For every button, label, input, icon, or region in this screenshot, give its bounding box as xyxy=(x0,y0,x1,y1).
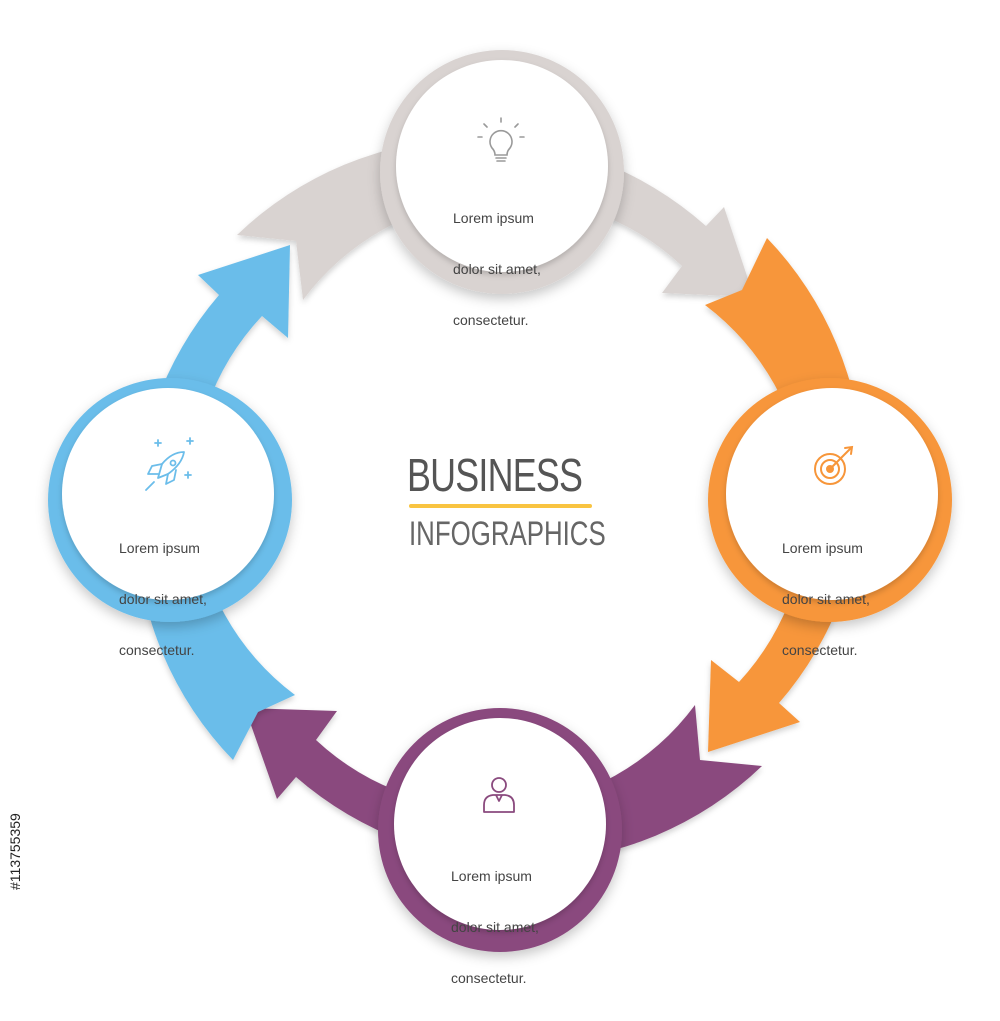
step-line: Lorem ipsum xyxy=(451,868,532,884)
lightbulb-icon xyxy=(477,117,525,162)
arrow-right xyxy=(705,238,864,752)
step-line: consectetur. xyxy=(119,642,195,658)
step-line: dolor sit amet, xyxy=(782,591,870,607)
step-text-bottom: Lorem ipsum dolor sit amet, consectetur. xyxy=(451,834,539,1021)
arrow-top xyxy=(237,138,754,300)
step-line: dolor sit amet, xyxy=(453,261,541,277)
step-line: consectetur. xyxy=(782,642,858,658)
step-line: consectetur. xyxy=(453,312,529,328)
step-line: dolor sit amet, xyxy=(451,919,539,935)
credit-text: #113755359 xyxy=(7,813,23,890)
step-line: Lorem ipsum xyxy=(453,210,534,226)
infographic-diagram: Lorem ipsum dolor sit amet, consectetur.… xyxy=(7,50,952,986)
title-sub: INFOGRAPHICS xyxy=(409,515,606,553)
step-text-left: Lorem ipsum dolor sit amet, consectetur. xyxy=(119,506,207,693)
step-line: dolor sit amet, xyxy=(119,591,207,607)
title-underline xyxy=(409,504,592,508)
step-line: consectetur. xyxy=(451,970,527,986)
node-left xyxy=(48,378,292,622)
arrow-bottom xyxy=(245,705,762,863)
cycle-graphic xyxy=(48,50,952,952)
step-text-right: Lorem ipsum dolor sit amet, consectetur. xyxy=(782,506,870,693)
title-main: BUSINESS xyxy=(407,449,583,501)
step-text-top: Lorem ipsum dolor sit amet, consectetur. xyxy=(453,176,541,363)
node-bottom xyxy=(378,708,622,952)
person-icon xyxy=(483,777,515,813)
arrow-left xyxy=(135,245,295,760)
node-right xyxy=(708,378,952,622)
step-line: Lorem ipsum xyxy=(119,540,200,556)
step-line: Lorem ipsum xyxy=(782,540,863,556)
target-icon xyxy=(814,445,854,485)
node-top xyxy=(380,50,624,294)
rocket-icon xyxy=(145,437,194,491)
